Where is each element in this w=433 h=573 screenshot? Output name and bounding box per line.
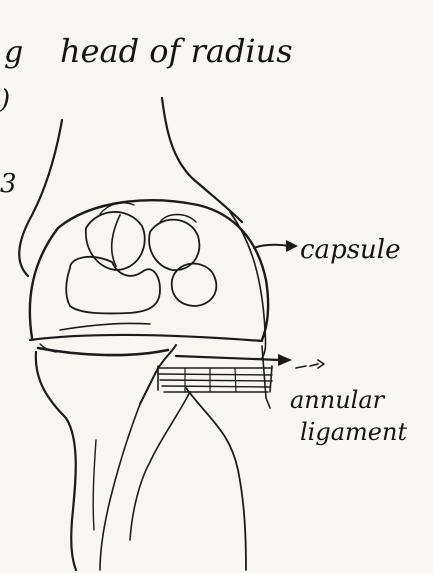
heading-fragment: g: [4, 35, 23, 70]
annular-ligament-label-line1: annular: [290, 386, 386, 414]
margin-mark-upper: ): [0, 85, 10, 115]
capsule-arrow: [254, 240, 298, 252]
joint-space: [30, 323, 262, 355]
annular-ligament-band: [158, 346, 272, 408]
forearm-bones: [36, 345, 246, 570]
humerus-outline: [19, 98, 242, 276]
annular-ligament-label-line2: ligament: [300, 418, 407, 446]
heading-text: head of radius: [60, 32, 293, 70]
annular-arrow: [176, 354, 324, 368]
capsule-label: capsule: [300, 235, 401, 265]
margin-mark-lower: 3: [0, 169, 17, 199]
capsule-outer-edge: [230, 212, 266, 358]
condyles: [66, 203, 216, 314]
